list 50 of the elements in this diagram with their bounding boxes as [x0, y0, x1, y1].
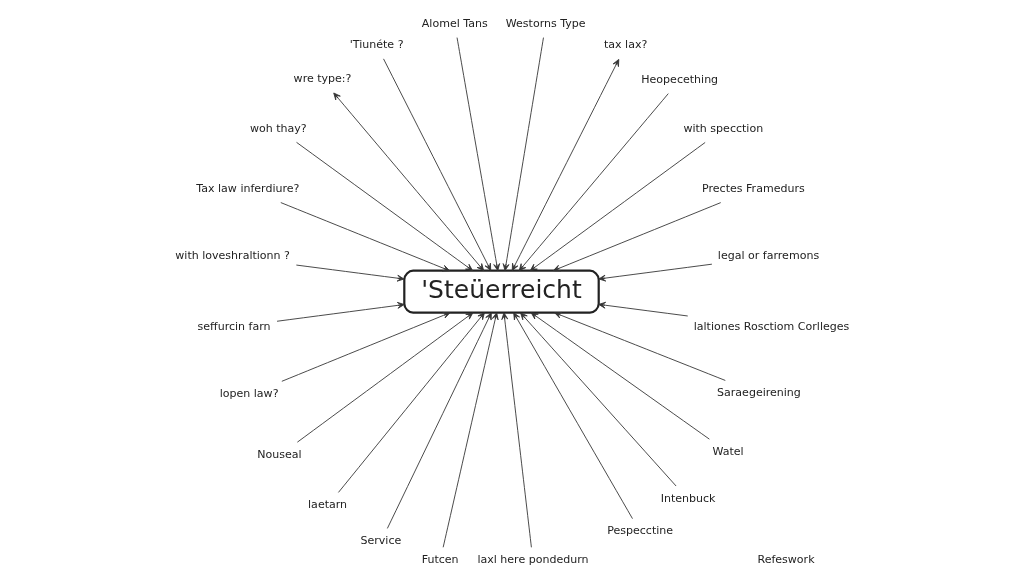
node-text: Heopecething [641, 72, 719, 86]
node-text: 'Tiunéte ? [349, 37, 404, 51]
arrow [501, 312, 532, 548]
node-text: Prectes Framedurs [702, 181, 805, 195]
node-text: wre type:? [293, 72, 352, 86]
node-text: woh thay? [249, 121, 307, 135]
arrow [333, 92, 485, 272]
node-text: Futcen [421, 553, 459, 567]
arrow [338, 312, 485, 493]
node-text: laltiones Rosctiom Corlleges [693, 319, 850, 333]
arrow [456, 37, 501, 272]
arrow [529, 142, 706, 272]
arrow [276, 301, 405, 322]
arrow [530, 312, 710, 440]
arrow [280, 202, 450, 272]
node-text: laetarn [308, 498, 348, 512]
arrow [518, 93, 669, 272]
node-text: with loveshraltionn ? [175, 249, 290, 263]
arrow [442, 312, 499, 548]
arrow [295, 264, 405, 282]
arrow [383, 58, 492, 271]
arrow [598, 301, 689, 317]
node-text: laxl here pondedurn [477, 553, 589, 567]
arrow [296, 312, 474, 443]
arrow [513, 312, 633, 520]
node-text: legal or farremons [717, 249, 820, 263]
arrow [520, 312, 677, 487]
node-text: Intenbuck [660, 491, 716, 505]
label: Refeswork [757, 553, 815, 567]
node-text: seffurcin farn [197, 319, 271, 333]
node-box: 'Steüerreicht [403, 269, 600, 314]
node-text: lopen law? [219, 387, 279, 401]
node-text: Watel [712, 445, 744, 459]
node-text: Tax law inferdiure? [196, 181, 300, 195]
node-text: Service [360, 534, 402, 548]
arrow [296, 141, 474, 272]
node-text: Alomel Tans [421, 16, 488, 30]
node-text: Nouseal [257, 447, 302, 461]
arrow [598, 263, 713, 282]
arrow [554, 312, 726, 381]
arrow [511, 58, 620, 271]
node-text: tax lax? [603, 38, 648, 52]
arrow [502, 37, 544, 272]
arrow [386, 312, 492, 529]
node-text: with specction [683, 121, 764, 135]
arrow [281, 312, 451, 382]
node-text: Westorns Type [505, 16, 586, 30]
node-text: Saraegeirening [717, 386, 801, 400]
arrow [552, 202, 722, 272]
node-text: Pespecctine [607, 524, 674, 538]
